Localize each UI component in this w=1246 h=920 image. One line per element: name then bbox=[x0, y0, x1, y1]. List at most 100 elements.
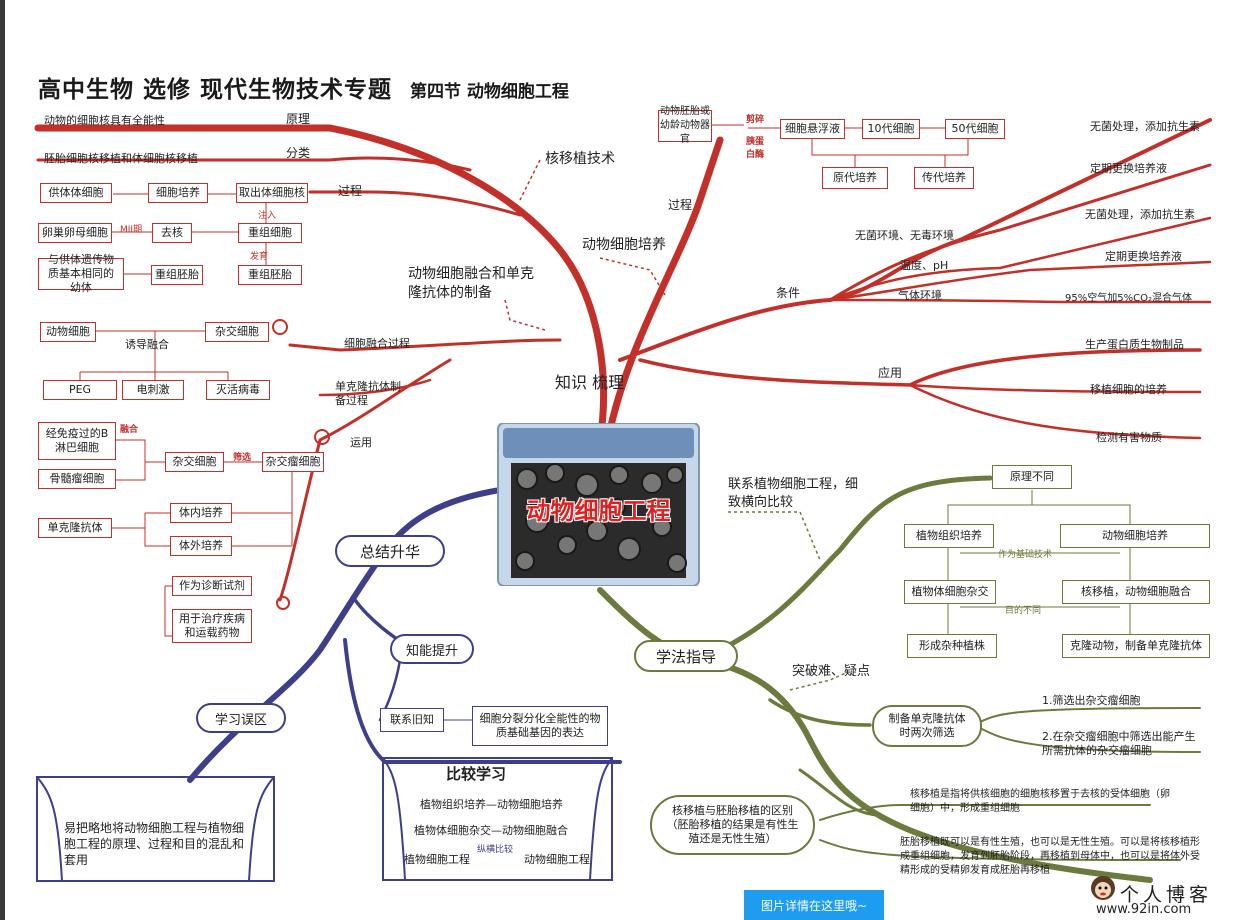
compare-title: 比较学习 bbox=[446, 765, 507, 783]
plant-hybrid-node: 植物体细胞杂交 bbox=[904, 580, 996, 604]
in-vitro-box: 体外培养 bbox=[170, 536, 232, 556]
app2: 移植细胞的培养 bbox=[1090, 383, 1167, 396]
app3: 检测有害物质 bbox=[1096, 431, 1162, 444]
process-label: 过程 bbox=[338, 184, 363, 198]
myeloma-box: 骨髓瘤细胞 bbox=[38, 469, 116, 489]
fuse-label: 融合 bbox=[120, 425, 139, 435]
immune-b-box: 经免疫过的B淋巴细胞 bbox=[38, 422, 116, 460]
red-cond-4 bbox=[828, 260, 1212, 302]
red-category-line bbox=[36, 156, 472, 172]
induce-label: 诱导融合 bbox=[125, 338, 169, 351]
offspring-box: 与供体遗传物质基本相同的幼体 bbox=[38, 253, 124, 294]
red-apps-2 bbox=[908, 383, 1202, 394]
gas-env: 气体环境 bbox=[898, 289, 942, 302]
red-cond-5 bbox=[828, 298, 1212, 304]
diff-a: 核移植是指将供核细胞的细胞核移置于去核的受体细胞（卵细胞）中，形成重组细胞 bbox=[910, 789, 1170, 814]
primary-box: 原代培养 bbox=[822, 167, 888, 189]
oocyte-box: 卵巢卵母细胞 bbox=[38, 223, 112, 243]
digest-label: 剪碎 bbox=[746, 115, 765, 125]
plant-tissue-node: 植物组织培养 bbox=[904, 524, 994, 548]
mistake-node: 学习误区 bbox=[196, 703, 286, 733]
olive-diff-b bbox=[819, 839, 1181, 861]
olive-mab-2 bbox=[979, 727, 1201, 753]
hybrid-box: 杂交细胞 bbox=[205, 322, 269, 342]
apps-label: 应用 bbox=[878, 366, 903, 380]
mab-process: 单克隆抗体制备过程 bbox=[335, 380, 401, 407]
compare1: 植物组织培养—动物细胞培养 bbox=[420, 798, 563, 811]
method-node: 学法指导 bbox=[634, 640, 738, 672]
details-button[interactable]: 图片详情在这里哦~ bbox=[744, 890, 884, 920]
red-trunk bbox=[34, 124, 608, 444]
center-card: 动物细胞工程 bbox=[497, 422, 700, 587]
temp-ph: 温度、pH bbox=[900, 259, 949, 272]
gas-text: 95%空气加5%CO₂混合气体 bbox=[1065, 293, 1192, 304]
center-title: 动物细胞工程 bbox=[526, 497, 671, 525]
sterile-a: 无菌处理，添加抗生素 bbox=[1090, 120, 1200, 133]
olive-mab bbox=[768, 698, 872, 727]
mascot-icon bbox=[1091, 876, 1115, 900]
hybrid2-box: 杂交细胞 bbox=[165, 452, 224, 472]
red-fusion-main bbox=[288, 338, 562, 352]
red-process-line bbox=[308, 190, 522, 217]
knowledge-label: 知识 梳理 bbox=[555, 373, 625, 392]
enucleate-box: 去核 bbox=[152, 223, 192, 243]
left-border bbox=[0, 0, 5, 920]
trypsin-label: 胰蛋白酶 bbox=[746, 137, 765, 160]
subculture-box: 传代培养 bbox=[914, 167, 974, 189]
source-box: 动物胚胎或幼龄动物器官 bbox=[658, 106, 712, 145]
basis-label: 作为基础技术 bbox=[998, 550, 1053, 560]
red-cond-2 bbox=[828, 163, 1212, 302]
gen50-box: 50代细胞 bbox=[945, 119, 1005, 139]
category-text: 胚胎细胞核移植和体细胞核移植 bbox=[44, 152, 198, 165]
watermark-name: 个人博客 bbox=[1120, 884, 1213, 906]
donor-cell-box: 供体体细胞 bbox=[40, 183, 112, 203]
ability-node: 知能提升 bbox=[390, 634, 474, 664]
principle-text: 动物的细胞核具有全能性 bbox=[44, 114, 165, 127]
navy-branch-compare bbox=[343, 638, 622, 764]
peg-box: PEG bbox=[43, 380, 117, 400]
method-link-label: 联系植物细胞工程，细致横向比较 bbox=[728, 477, 859, 510]
compare3-b: 动物细胞工程 bbox=[524, 853, 590, 866]
treat-box: 用于治疗疾病和运载药物 bbox=[172, 609, 252, 643]
page-title: 高中生物 选修 现代生物技术专题第四节 动物细胞工程 bbox=[38, 70, 569, 104]
red-cond-3 bbox=[828, 216, 1212, 302]
hybrid-plant-node: 形成杂种植株 bbox=[907, 634, 997, 658]
cell-culture-box: 细胞培养 bbox=[148, 183, 208, 203]
inject-label: 注入 bbox=[258, 211, 277, 221]
compare2: 植物体细胞杂交—动物细胞融合 bbox=[414, 824, 568, 837]
mii-label: MII期 bbox=[120, 225, 143, 235]
olive-diff bbox=[798, 768, 882, 817]
app1: 生产蛋白质生物制品 bbox=[1085, 338, 1184, 351]
virus-box: 灭活病毒 bbox=[206, 380, 270, 400]
diff-b: 胚胎移植既可以是有性生殖，也可以是无性生殖。可以是将核移植形成重组细胞，发育到胚… bbox=[900, 837, 1200, 876]
watermark-url: www.92in.com bbox=[1096, 902, 1192, 917]
mistake-text: 易把略地将动物细胞工程与植物细胞工程的原理、过程和目的混乱和套用 bbox=[64, 821, 245, 867]
culture-process-label: 过程 bbox=[668, 198, 693, 212]
in-vivo-box: 体内培养 bbox=[170, 503, 232, 523]
red-apps-3 bbox=[908, 383, 1202, 440]
link-box: 联系旧知 bbox=[380, 708, 444, 732]
sterile-d: 定期更换培养液 bbox=[1105, 250, 1182, 263]
principle-label: 原理 bbox=[286, 112, 311, 126]
sterile-b: 定期更换培养液 bbox=[1090, 162, 1167, 175]
compare3-a: 植物细胞工程 bbox=[404, 853, 470, 866]
animal-cell-box: 动物细胞 bbox=[40, 322, 96, 342]
fusion-label: 动物细胞融合和单克隆抗体的制备 bbox=[408, 266, 534, 301]
hybridoma-box: 杂交瘤细胞 bbox=[262, 452, 324, 472]
fusion-process: 细胞融合过程 bbox=[344, 337, 410, 350]
sterile-c: 无菌处理，添加抗生素 bbox=[1085, 208, 1195, 221]
recon-embryo-box-2: 重组胚胎 bbox=[238, 265, 302, 285]
mab-box: 单克隆抗体 bbox=[38, 518, 112, 538]
red-upper-right bbox=[606, 136, 724, 434]
take-nucleus-box: 取出体细胞核 bbox=[236, 183, 308, 203]
select1: 1.筛选出杂交瘤细胞 bbox=[1042, 694, 1141, 707]
compare-stage-frame bbox=[382, 757, 613, 881]
recon-cell-box: 重组细胞 bbox=[238, 223, 302, 243]
diff-node: 核移植与胚胎移植的区别（胚胎移植的结果是有性生殖还是无性生殖） bbox=[650, 795, 815, 855]
olive-diff-a bbox=[819, 804, 1151, 821]
compare3-mid: 纵横比较 bbox=[477, 845, 514, 855]
sterile-env: 无菌环境、无毒环境 bbox=[855, 229, 954, 242]
conditions-label: 条件 bbox=[776, 286, 801, 300]
diff-purpose-label: 目的不同 bbox=[1005, 606, 1042, 616]
